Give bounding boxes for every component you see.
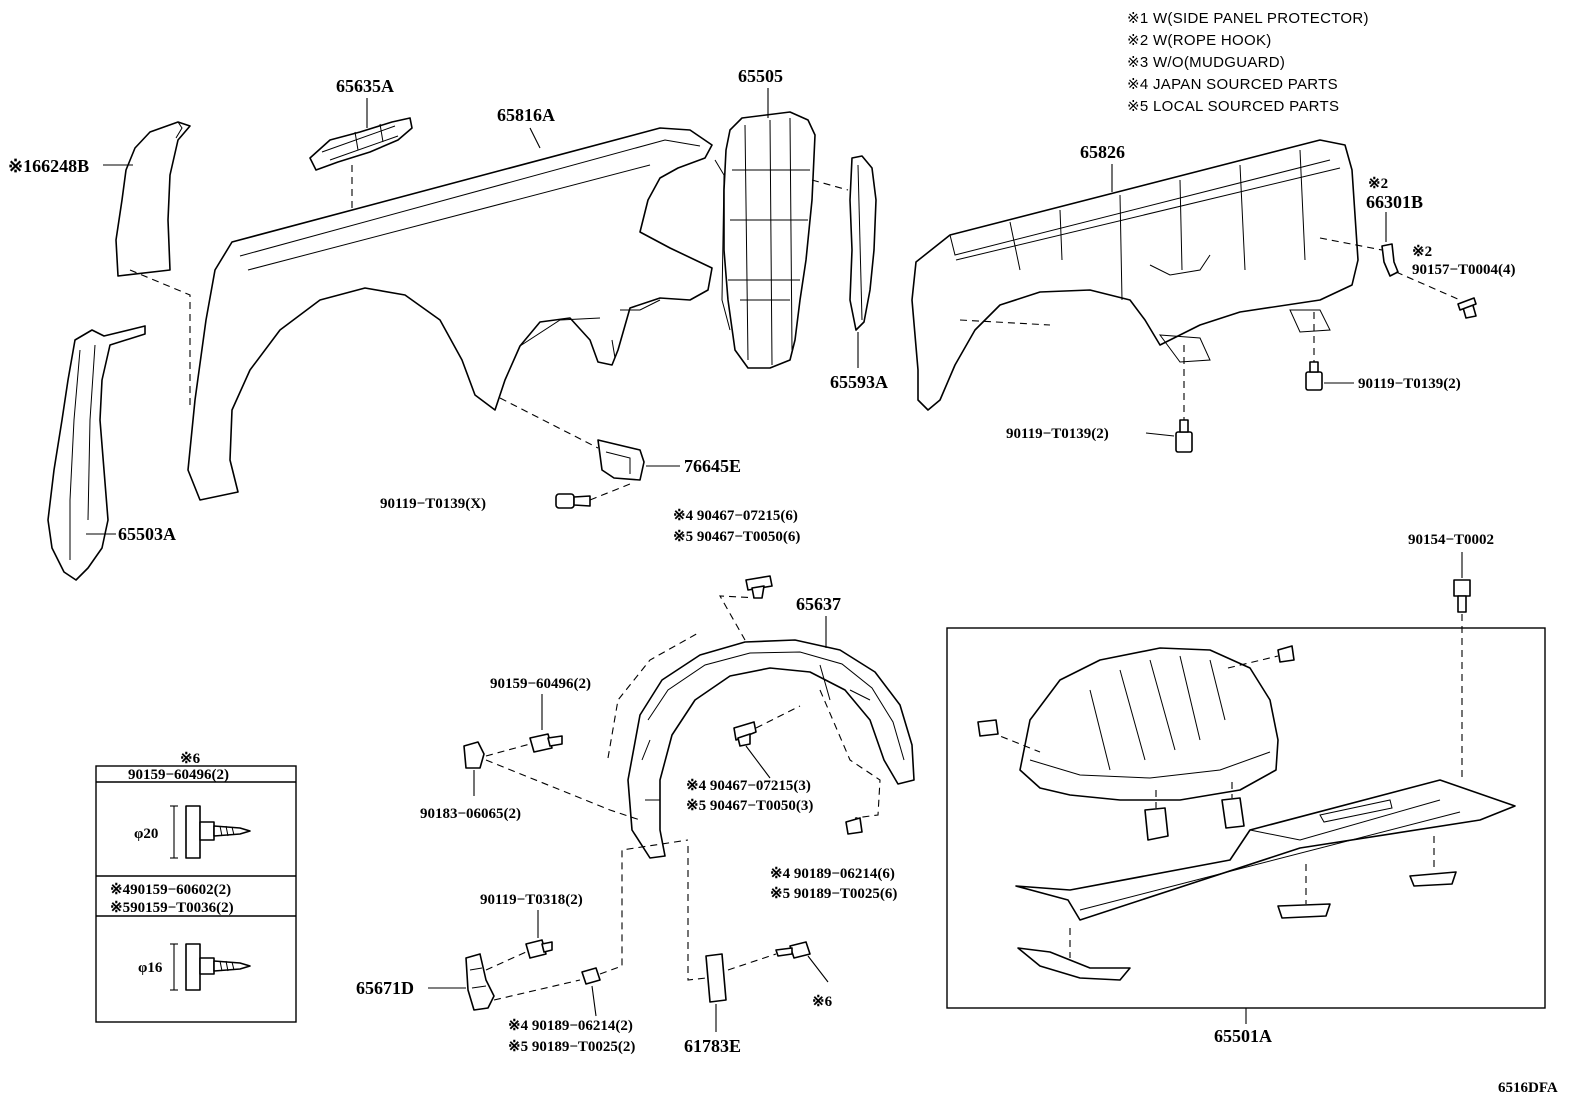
clip-phi20: φ20 (134, 805, 251, 859)
label-90467-b4: ※4 90467−07215(3) (686, 778, 811, 794)
part-66248b[interactable] (115, 121, 191, 277)
mark-66301b: ※2 (1368, 176, 1388, 192)
label-66248b: ※166248B (8, 156, 89, 176)
label-66301b: 66301B (1366, 192, 1423, 212)
inset-mark: ※6 (180, 751, 201, 767)
nut-90189-b[interactable] (581, 967, 601, 985)
nut-90183[interactable] (463, 741, 485, 769)
part-wheel-housing[interactable] (1019, 647, 1279, 801)
label-90119-x: 90119−T0139(X) (380, 496, 486, 512)
label-90467-a5: ※5 90467−T0050(6) (673, 529, 800, 545)
clip-right (1277, 645, 1295, 663)
inset-header-2b: ※590159−T0036(2) (110, 900, 234, 916)
part-65635a[interactable] (309, 117, 413, 171)
inset-header-1: 90159−60496(2) (128, 767, 229, 783)
note-3: ※3 W/O(MUDGUARD) (1127, 54, 1285, 71)
label-61783e: 61783E (684, 1036, 741, 1056)
label-65503a: 65503A (118, 524, 176, 544)
inset-dim-1: φ20 (134, 826, 158, 842)
diagram-code: 6516DFA (1498, 1080, 1558, 1096)
screw-6[interactable] (775, 941, 811, 959)
label-mark-6: ※6 (812, 994, 833, 1010)
bolt-90119-x[interactable] (555, 493, 591, 509)
bolt-90119-t0318[interactable] (525, 939, 553, 959)
label-65501a: 65501A (1214, 1026, 1272, 1046)
inset-dim-2: φ16 (138, 960, 163, 976)
label-90467-b5: ※5 90467−T0050(3) (686, 798, 813, 814)
bracket-2 (1221, 797, 1245, 829)
bracket-1 (1144, 807, 1169, 841)
part-66301b[interactable] (1381, 243, 1399, 277)
label-65816a: 65816A (497, 105, 555, 125)
label-90119-t0318: 90119−T0318(2) (480, 892, 583, 908)
clip-left (977, 719, 999, 737)
note-1: ※1 W(SIDE PANEL PROTECTOR) (1127, 10, 1369, 27)
notes-legend: ※1 W(SIDE PANEL PROTECTOR) ※2 W(ROPE HOO… (1127, 10, 1369, 115)
clip-phi16: φ16 (138, 943, 251, 991)
label-90119-a: 90119−T0139(2) (1006, 426, 1109, 442)
note-2: ※2 W(ROPE HOOK) (1127, 32, 1272, 49)
label-90183: 90183−06065(2) (420, 806, 521, 822)
label-65826: 65826 (1080, 142, 1125, 162)
part-76645e[interactable] (597, 439, 645, 481)
label-90159: 90159−60496(2) (490, 676, 591, 692)
bracket-lower (1017, 947, 1131, 981)
label-65505: 65505 (738, 66, 783, 86)
label-90467-a4: ※4 90467−07215(6) (673, 508, 798, 524)
part-65637[interactable] (627, 639, 915, 859)
label-90189-a5: ※5 90189−T0025(6) (770, 886, 897, 902)
pad-1 (1277, 903, 1331, 919)
label-76645e: 76645E (684, 456, 741, 476)
label-65593a: 65593A (830, 372, 888, 392)
note-4: ※4 JAPAN SOURCED PARTS (1127, 76, 1338, 93)
part-bed-floor[interactable] (1015, 779, 1516, 921)
part-65593a[interactable] (849, 155, 877, 331)
bolt-90157[interactable] (1457, 297, 1477, 319)
label-65635a: 65635A (336, 76, 394, 96)
part-61783e[interactable] (705, 953, 727, 1003)
bolt-90119-b[interactable] (1305, 361, 1323, 391)
clip-90467-a[interactable] (745, 575, 773, 599)
label-65637: 65637 (796, 594, 841, 614)
clip-90467-b[interactable] (733, 721, 757, 747)
part-65671d[interactable] (465, 953, 495, 1011)
label-90119-b: 90119−T0139(2) (1358, 376, 1461, 392)
inset-6: ※6 90159−60496(2) ※490159−60602(2) ※5901… (95, 751, 297, 1023)
bolt-90154[interactable] (1453, 579, 1471, 613)
note-5: ※5 LOCAL SOURCED PARTS (1127, 98, 1339, 115)
label-90189-b4: ※4 90189−06214(2) (508, 1018, 633, 1034)
screw-90159[interactable] (529, 733, 563, 753)
label-65671d: 65671D (356, 978, 414, 998)
part-65505[interactable] (714, 111, 816, 369)
part-65816a[interactable] (187, 127, 713, 501)
mark-90157: ※2 (1412, 244, 1432, 260)
label-90154: 90154−T0002 (1408, 532, 1494, 548)
inset-header-2a: ※490159−60602(2) (110, 882, 231, 898)
nut-90189-a[interactable] (845, 817, 863, 835)
pad-2 (1409, 871, 1457, 887)
bolt-90119-a[interactable] (1175, 419, 1193, 453)
label-90189-a4: ※4 90189−06214(6) (770, 866, 895, 882)
part-65826[interactable] (911, 139, 1359, 411)
label-90189-b5: ※5 90189−T0025(2) (508, 1039, 635, 1055)
label-90157: 90157−T0004(4) (1412, 262, 1516, 278)
